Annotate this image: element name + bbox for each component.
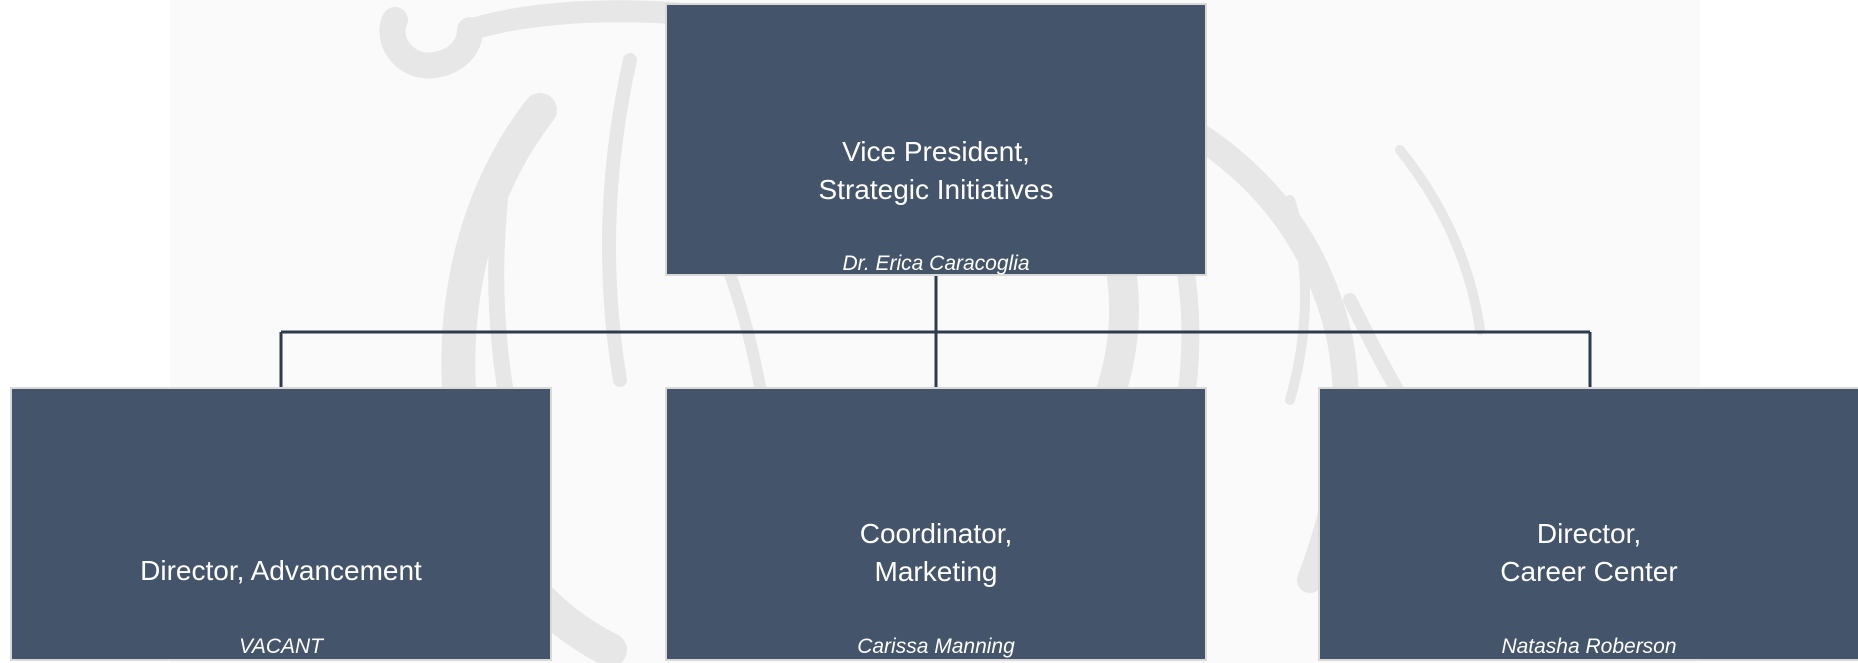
org-box-vice-president: Vice President, Strategic Initiatives Dr… — [665, 3, 1207, 276]
position-title: Coordinator, Marketing — [859, 518, 1013, 587]
org-box-director-advancement: Director, Advancement VACANT — [10, 387, 552, 661]
person-name: Carissa Manning — [857, 635, 1015, 658]
position-title: Director, Advancement — [140, 555, 422, 586]
person-name: Natasha Roberson — [1501, 635, 1677, 658]
position-title: Vice President, Strategic Initiatives — [818, 136, 1054, 205]
org-box-coordinator-marketing: Coordinator, Marketing Carissa Manning — [665, 387, 1207, 661]
person-name: Dr. Erica Caracoglia — [842, 252, 1030, 275]
org-box-director-career-center: Director, Career Center Natasha Roberson — [1318, 387, 1858, 661]
person-name: VACANT — [238, 635, 324, 658]
position-title: Director, Career Center — [1500, 518, 1678, 587]
